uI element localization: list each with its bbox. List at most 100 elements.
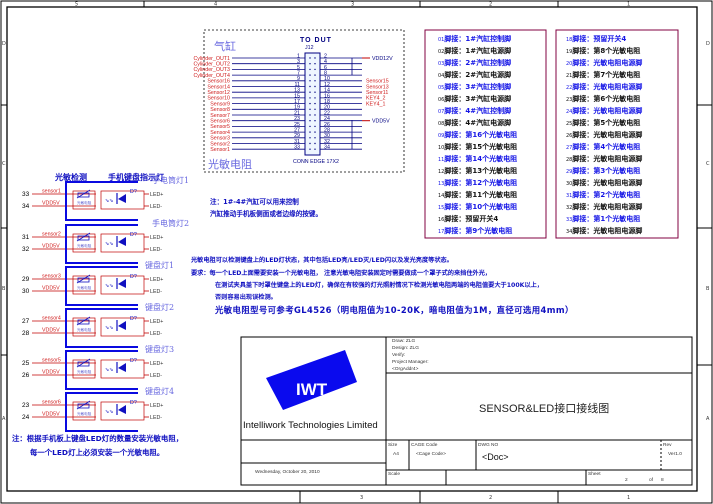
pin-table-number: 16 [438,217,444,223]
pin-dot [309,114,311,116]
photoresistor-slash [76,189,91,199]
pin-table-text: 脚接：预留开关4 [571,34,626,43]
photoresistor-icon [77,235,90,241]
led-plus-label: LED+ [150,319,163,325]
net-label-left: Sensor1 [210,147,230,153]
pin-dot [314,97,316,99]
pin-table-row: 02脚接：1#汽缸电源脚 [438,46,511,55]
pin-dot [309,131,311,133]
zone-label-left: B [2,286,6,292]
pin-table-number: 33 [566,217,572,223]
photoresistor-slash [76,232,91,242]
pin-dot [309,85,311,88]
pin-table-number: 07 [438,109,444,115]
pin-table-number: 13 [438,181,444,187]
pin-table-text: 脚接：第9个光敏电阻 [443,226,512,235]
pin-table-row: 32脚接：光敏电阻电源脚 [566,202,642,211]
verify-field: Verify: [392,352,405,358]
pin-table-text: 脚接：预留开关4 [443,214,498,223]
pin-table-text: 脚接：第8个光敏电阻 [571,46,640,55]
size-value: A4 [393,451,399,457]
sensor-net-label: sensor6 [42,400,61,406]
shield-enclosure [65,350,138,390]
pin-table-number: 02 [438,49,444,55]
header-keypad-indicator: 手机键盘指示灯 [108,172,164,182]
pin-dot [309,97,311,99]
pin-table-row: 16脚接：预留开关4 [438,214,498,223]
led-title: 键盘灯2 [145,302,174,312]
pin-number-left: 25 [294,122,300,128]
pin-table-text: 脚接：3#汽缸电源脚 [443,94,511,103]
iwt-logo: IWT [266,350,357,410]
net-label-left: Sensor2 [210,141,230,147]
sensor-group-label: 光敏电阻 [208,157,252,171]
led-diode-icon [118,279,126,288]
org-field: <OrgAddr4> [392,366,419,372]
pin-table-row: 11脚接：第14个光敏电阻 [438,154,517,163]
pin-dot [314,125,316,128]
led-title: 键盘灯1 [145,260,174,270]
pin-number-b: 32 [22,246,30,253]
light-arrows-icon: ⇘⇘ [105,325,113,331]
pin-table-row: 27脚接：第4个光敏电阻 [566,142,640,151]
pin-table-row: 34脚接：光敏电阻电源脚 [566,226,642,235]
led-title: 键盘灯4 [145,386,174,396]
net-label-left: Sensor4 [210,130,230,136]
photoresistor-icon [77,361,90,367]
note-main-1: 光敏电阻可以检测键盘上的LED灯状态，其中包括LED亮/LED灭/LED闪以及发… [190,256,453,264]
cylinder-group-label: 气缸 [214,39,236,53]
pin-dot [314,142,316,145]
led-plus-label: LED+ [150,235,163,241]
pin-dot [309,80,311,82]
pin-table-text: 脚接：光敏电阻电源脚 [571,202,642,211]
pin-number-left: 23 [294,116,300,122]
photoresistor-label: 光敏电阻 [77,411,92,416]
photoresistor-icon [77,319,90,325]
led-diode-icon [118,363,126,372]
light-arrows-icon: ⇘⇘ [105,283,113,289]
pin-table-row: 24脚接：光敏电阻电源脚 [566,106,642,115]
pin-number-left: 31 [294,139,300,145]
pin-table-row: 22脚接：光敏电阻电源脚 [566,82,642,91]
led-minus-label: LED- [150,204,162,210]
net-label-left: Sensor12 [207,90,230,96]
diode-ref: D? [130,400,137,406]
pin-number-right: 4 [324,59,327,65]
pin-number-left: 29 [294,133,300,139]
pin-table-number: 06 [438,97,444,103]
pin-number-left: 19 [294,105,300,111]
zone-label-right: B [706,286,710,292]
pin-table-number: 29 [566,169,572,175]
led-box [100,317,145,337]
pin-number-right: 10 [324,76,330,82]
led-title: 手电筒灯1 [152,175,189,185]
pin-number-left: 1 [297,53,300,59]
net-label-left: Sensor6 [210,119,230,125]
pin-table-row: 30脚接：光敏电阻电源脚 [566,178,642,187]
pin-dot [314,74,316,76]
pin-table-text: 脚接：第1个光敏电阻 [571,214,640,223]
cage-label: CAGE Code [411,442,438,448]
pin-number-b: 24 [22,414,30,421]
diode-ref: D? [130,274,137,280]
pin-table-row: 08脚接：4#汽缸电源脚 [438,118,511,127]
led-diode-icon [118,321,126,330]
pin-table-number: 17 [438,229,444,235]
note-main-5: 光敏电阻型号可参考GL4526（明电阻值为10-20K，暗电阻值为1M，直径可选… [214,305,574,315]
pin-dot [314,131,316,133]
zone-label-left: A [2,416,6,422]
photoresistor-label: 光敏电阻 [77,285,92,290]
pin-table-number: 24 [566,109,572,115]
pin-number-left: 21 [294,110,300,116]
scale-label: Scale [388,471,400,477]
shield-enclosure [65,181,138,221]
pin-number-right: 30 [324,133,330,139]
net-label-right: KEY4_2 [366,96,385,102]
cage-value: <Cage Code> [416,451,446,457]
vdd-net-label: VDD5V [42,412,60,418]
sensor-net-label: sensor2 [42,232,61,238]
pin-table-row: 05脚接：3#汽缸控制脚 [438,82,511,91]
